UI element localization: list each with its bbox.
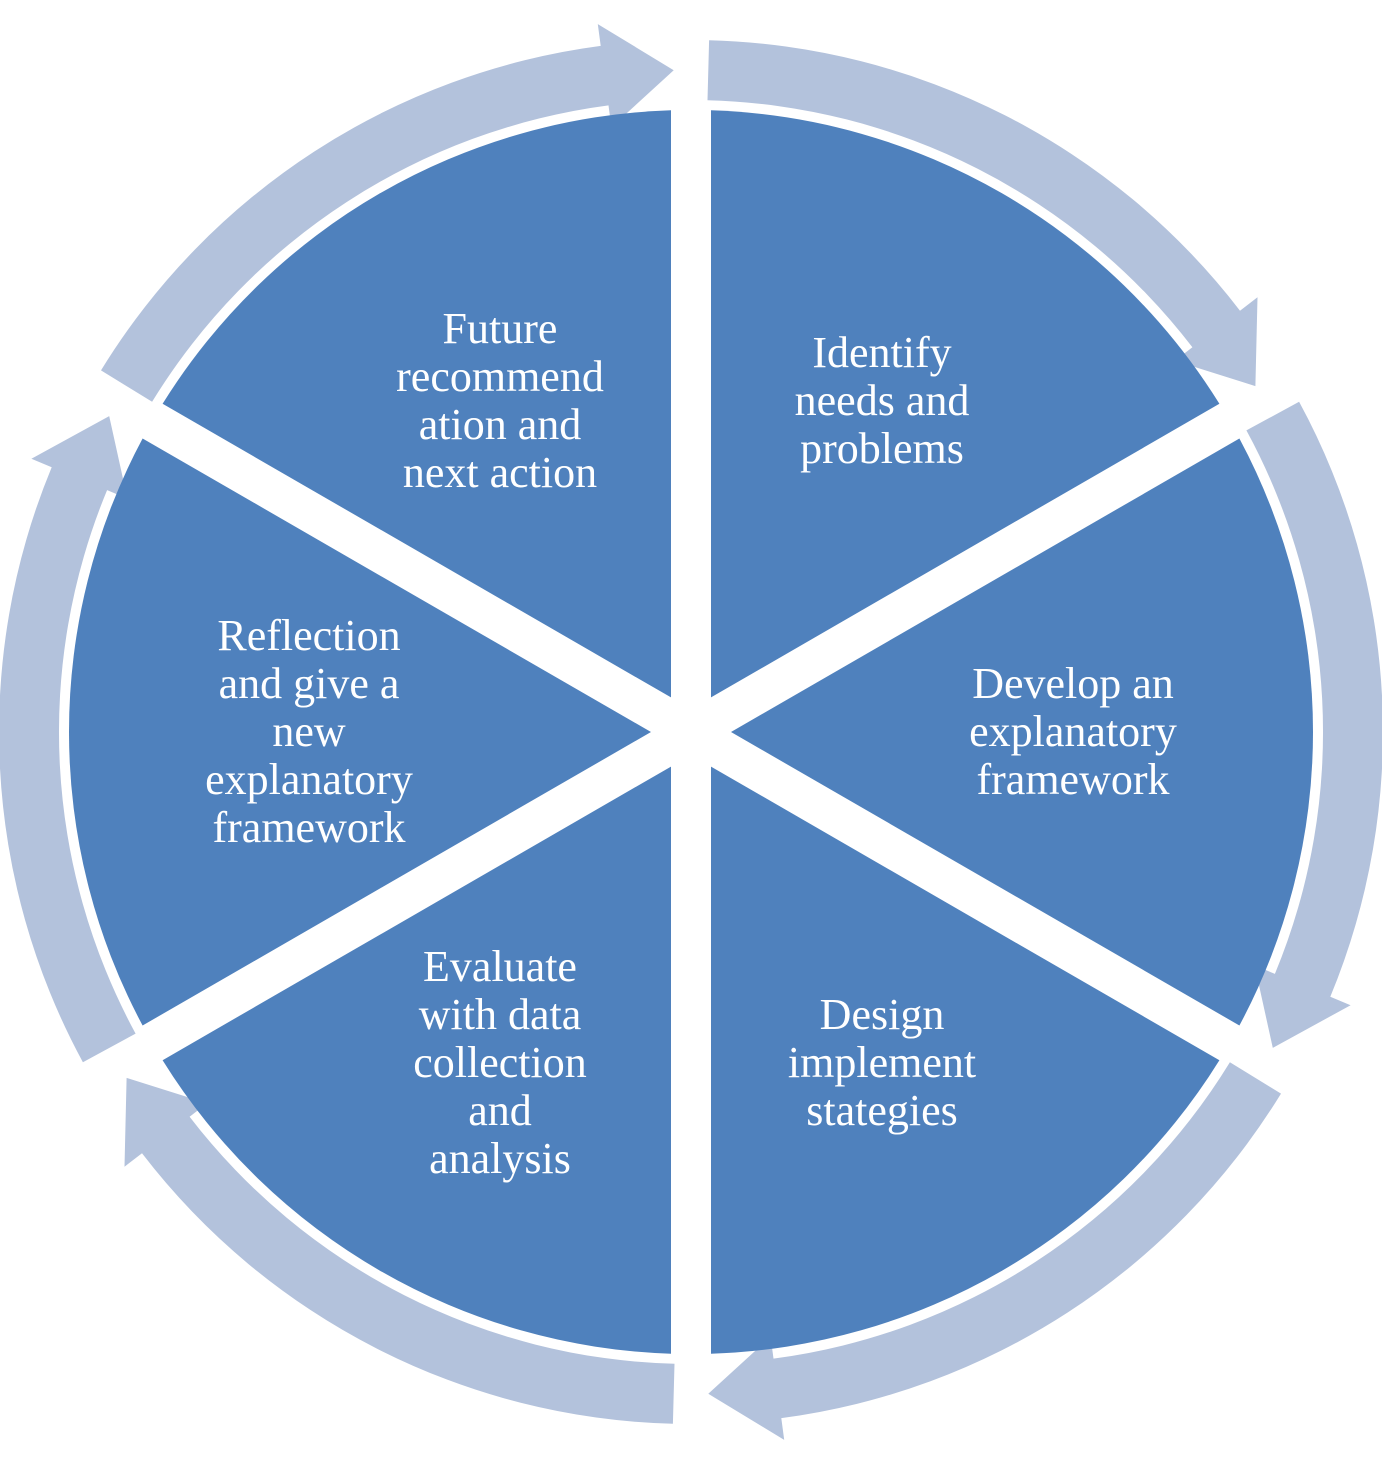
stage-label-line: new [272, 707, 346, 756]
stage-label-line: analysis [429, 1134, 571, 1183]
stage-label-line: stategies [806, 1086, 958, 1135]
stage-label-line: Develop an [972, 659, 1174, 708]
stage-label-line: needs and [795, 376, 970, 425]
stage-label-line: Identify [812, 328, 951, 377]
segment-evaluate [162, 766, 671, 1354]
cycle-arrows [0, 24, 1382, 1440]
stage-label-line: problems [800, 424, 964, 473]
stage-label-line: with data [419, 990, 582, 1039]
cycle-arrow-develop [1246, 401, 1382, 1048]
stage-label-line: framework [212, 803, 405, 852]
segment-develop [731, 438, 1314, 1026]
stage-label-line: recommend [396, 352, 604, 401]
stage-label-line: explanatory [969, 707, 1177, 756]
stage-label-line: Future [443, 304, 558, 353]
stage-label-line: Reflection [217, 611, 400, 660]
cycle-arrow-design [708, 1062, 1281, 1440]
stage-label-line: framework [976, 755, 1169, 804]
segment-identify [711, 110, 1220, 698]
stage-label-line: next action [403, 448, 597, 497]
segment-reflection [68, 438, 651, 1026]
segment-future [162, 110, 671, 698]
segment-design [711, 766, 1220, 1354]
stage-label-line: and [468, 1086, 532, 1135]
cycle-arrow-identify [707, 40, 1258, 387]
stage-label-line: explanatory [205, 755, 413, 804]
cycle-segments [68, 110, 1314, 1354]
cycle-arrow-evaluate [124, 1077, 675, 1424]
stage-label-line: collection [413, 1038, 587, 1087]
stage-label-line: Design [820, 990, 945, 1039]
cycle-arrow-future [101, 24, 674, 402]
stage-label-line: and give a [219, 659, 400, 708]
stage-label-line: Evaluate [423, 942, 577, 991]
stage-label-line: implement [788, 1038, 976, 1087]
stage-label-line: ation and [419, 400, 582, 449]
cycle-arrow-reflection [0, 416, 136, 1063]
